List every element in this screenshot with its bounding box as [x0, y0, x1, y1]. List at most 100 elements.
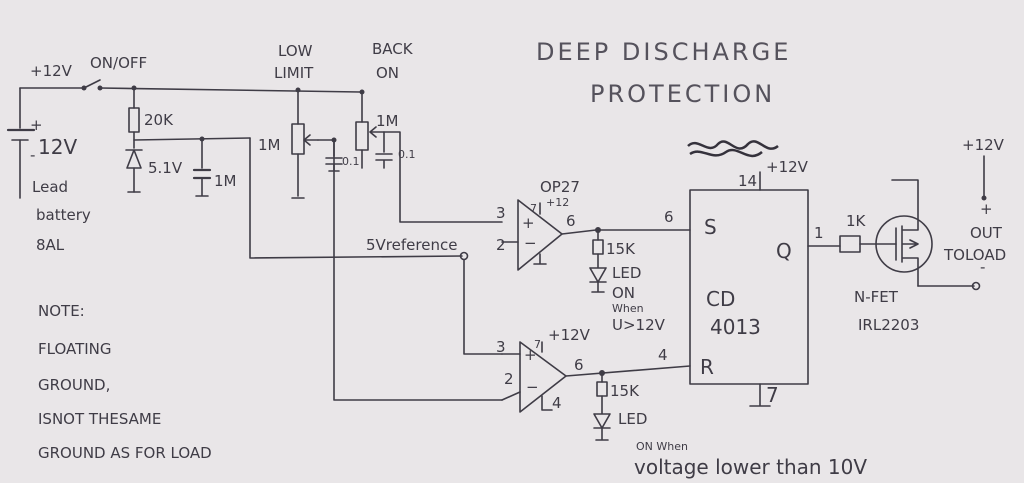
opamp-2-plus-sign: +: [524, 346, 537, 364]
flipflop-gnd-pin: 7: [766, 383, 779, 407]
low-limit-label-1: LOW: [278, 42, 313, 60]
title-line-1: DEEP DISCHARGE: [536, 38, 791, 66]
reference-section: 20K 5.1V 1M 5Vreference: [125, 85, 469, 261]
battery-plus: +: [30, 116, 43, 134]
low-limit-cap-label: 0.1: [342, 155, 360, 168]
flipflop-vdd-label: +12V: [766, 158, 809, 176]
on-off-switch: [83, 79, 101, 89]
battery-type-2: battery: [36, 206, 91, 224]
mosfet-part: IRL2203: [858, 316, 919, 334]
back-on-value: 1M: [376, 112, 399, 130]
low-limit-wiper: [303, 134, 319, 146]
output-minus: -: [980, 258, 985, 276]
led-1-symbol: [589, 253, 607, 283]
output-supply: +12V: [962, 136, 1005, 154]
flipflop-cd4013: S R Q CD 4013 6 4 14 +12V 7 1: [658, 140, 841, 407]
back-on-cap-label: 0.1: [398, 148, 416, 161]
gate-resistor: [839, 235, 861, 253]
back-on-capacitor: [375, 131, 393, 169]
capacitor-label: 1M: [214, 172, 237, 190]
battery-capacity: 8AL: [36, 236, 65, 254]
reference-capacitor: [192, 168, 212, 180]
opamp-2-pin-out: 6: [574, 356, 584, 374]
led-1-resistor-label: 15K: [606, 240, 636, 258]
opamp-1-pin-supply: 7: [530, 202, 537, 215]
opamp-2: + − 3 2 7 +12V 4 6: [463, 259, 691, 413]
switch-label: ON/OFF: [90, 54, 147, 72]
led-1-label: LED: [612, 264, 641, 282]
flipflop-pin-s: S: [704, 215, 717, 239]
zener-diode: [125, 149, 143, 169]
back-on-label-2: ON: [376, 64, 399, 82]
note-line-1: NOTE:: [38, 302, 85, 320]
gate-resistor-label: 1K: [846, 212, 867, 230]
back-on-wiper: [369, 126, 385, 138]
led-1-note-1: ON: [612, 284, 635, 302]
mosfet-type: N-FET: [854, 288, 899, 306]
output-plus: +: [980, 200, 993, 218]
low-limit-pot: [291, 123, 305, 155]
led-1-resistor: [592, 239, 604, 255]
back-on-pot: [355, 121, 369, 151]
opamp-1-pin-minus: 2: [496, 236, 506, 254]
supply-label: +12V: [30, 62, 73, 80]
opamp-1-supply: +12: [546, 196, 569, 209]
reference-net-label: 5Vreference: [366, 236, 457, 254]
potentiometer-section: LOW LIMIT BACK ON 1M 0.1 1M 0.1: [258, 40, 503, 401]
flipflop-q-pin-number: 1: [814, 224, 824, 242]
opamp-1-pin-plus: 3: [496, 204, 506, 222]
led-2-label: LED: [618, 410, 647, 428]
opamp-1-minus-sign: −: [524, 234, 537, 252]
opamp-2-pin-gnd: 4: [552, 394, 562, 412]
led-1-branch: 15K LED ON When U>12V: [589, 229, 666, 334]
opamp-2-minus-sign: −: [526, 378, 539, 396]
flipflop-part: 4013: [710, 315, 761, 339]
led-2-resistor: [596, 381, 608, 397]
crossed-out-text: [687, 140, 779, 158]
led-2-note-1: ON When: [636, 440, 688, 453]
opamp-2-supply: +12V: [548, 326, 591, 344]
resistor-20k: [128, 107, 140, 133]
flipflop-s-pin-number: 6: [664, 208, 674, 226]
mosfet-section: 1K N-FET IRL2203: [839, 179, 981, 334]
opamp-2-pin-plus: 3: [496, 338, 506, 356]
output-label-2: TOLOAD: [943, 246, 1006, 264]
note-line-4: ISNOT THESAME: [38, 410, 161, 428]
opamp-1-plus-sign: +: [522, 214, 535, 232]
output-label-1: OUT: [970, 224, 1003, 242]
flipflop-name: CD: [706, 287, 735, 311]
battery-minus: -: [30, 146, 35, 164]
battery-voltage: 12V: [38, 135, 77, 159]
led-1-note-3: U>12V: [612, 316, 666, 334]
led-1-note-2: When: [612, 302, 644, 315]
opamp-2-symbol: [519, 341, 567, 413]
ground-note: NOTE: FLOATING GROUND, ISNOT THESAME GRO…: [38, 302, 212, 462]
opamp-1-part: OP27: [540, 178, 580, 196]
opamp-1-symbol: [517, 199, 563, 271]
opamp-2-pin-minus: 2: [504, 370, 514, 388]
opamp-1-pin-out: 6: [566, 212, 576, 230]
opamp-1: + − 3 2 OP27 7 +12 6: [496, 178, 691, 271]
flipflop-pin-r: R: [700, 355, 714, 379]
flipflop-pin-q: Q: [776, 239, 792, 263]
led-2-note-2: voltage lower than 10V: [634, 455, 867, 479]
led-2-branch: 15K LED ON When voltage lower than 10V: [593, 372, 867, 479]
flipflop-vdd-pin: 14: [738, 172, 757, 190]
mosfet-symbol: [875, 215, 933, 273]
note-line-3: GROUND,: [38, 376, 110, 394]
battery-section: +12V ON/OFF + - 12V Lead battery 8AL: [6, 54, 361, 254]
resistor-20k-label: 20K: [144, 111, 174, 129]
zener-label: 5.1V: [148, 159, 183, 177]
battery-type: Lead: [32, 178, 68, 196]
led-2-symbol: [593, 395, 611, 429]
note-line-5: GROUND AS FOR LOAD: [38, 444, 212, 462]
opamp-2-pin-supply: 7: [534, 338, 541, 351]
note-line-2: FLOATING: [38, 340, 112, 358]
flipflop-r-pin-number: 4: [658, 346, 668, 364]
low-limit-label-2: LIMIT: [274, 64, 314, 82]
low-limit-value: 1M: [258, 136, 281, 154]
output-section: +12V + OUT TOLOAD -: [943, 136, 1006, 276]
led-2-resistor-label: 15K: [610, 382, 640, 400]
